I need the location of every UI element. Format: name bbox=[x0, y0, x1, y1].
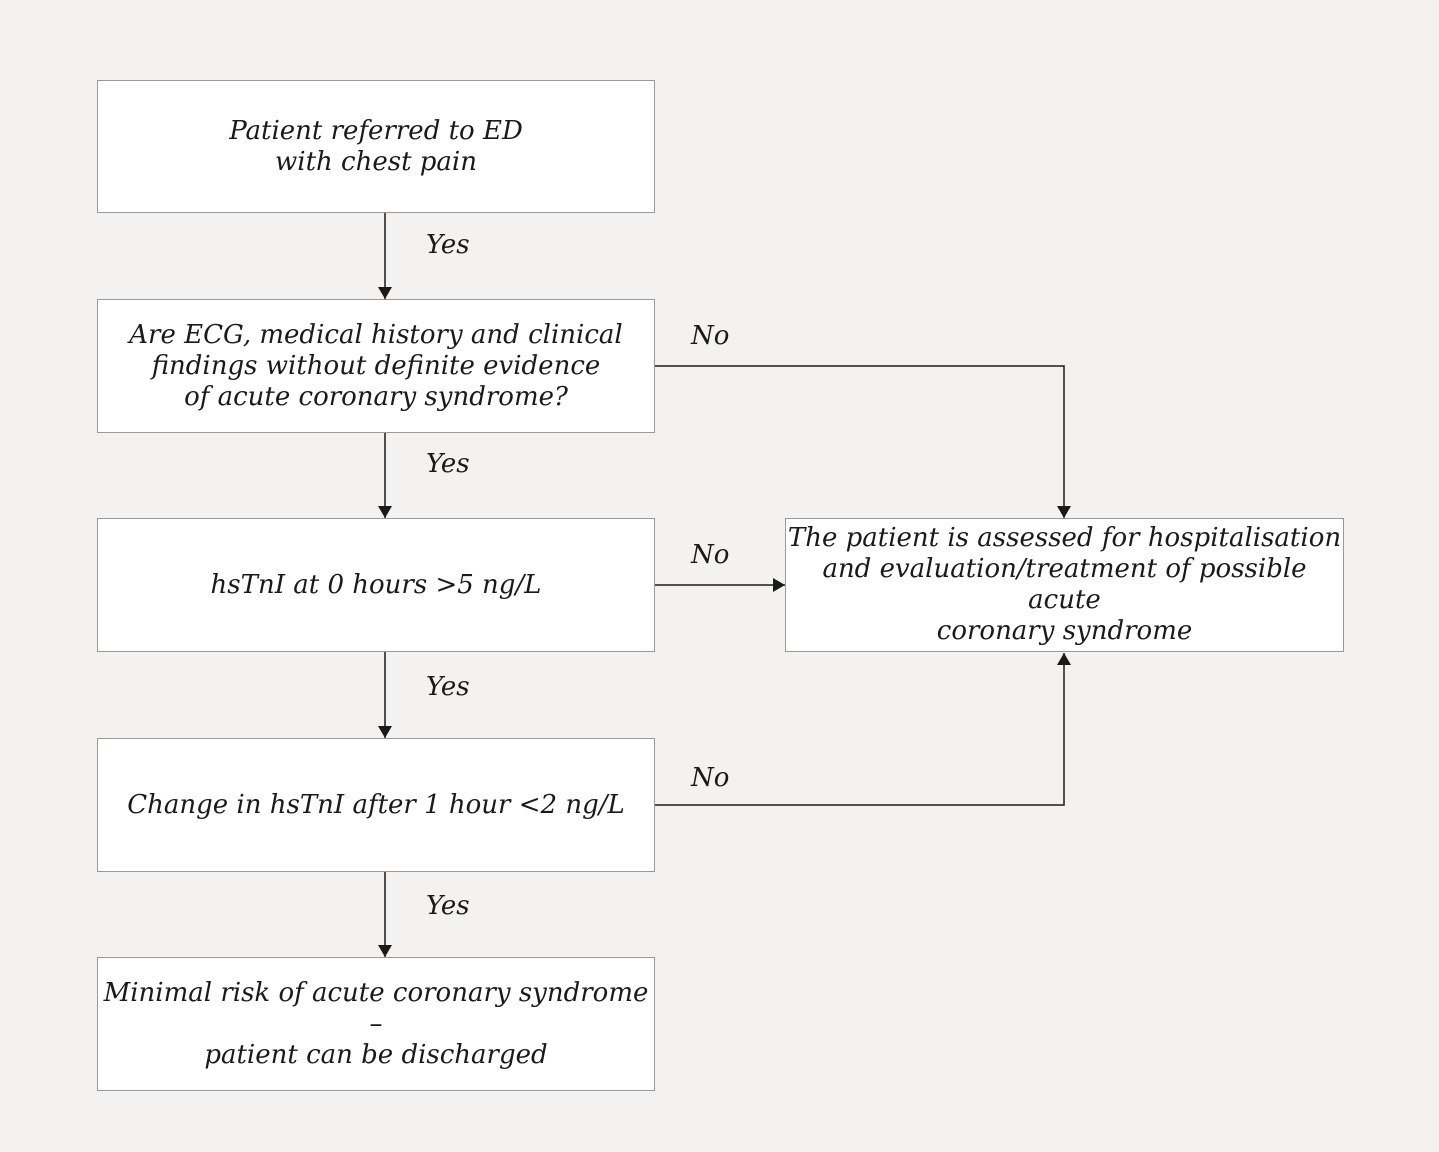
label-no-q1: No bbox=[691, 321, 730, 351]
label-yes-q1: Yes bbox=[426, 449, 470, 479]
question-hstni-0h-text: hsTnI at 0 hours >5 ng/L bbox=[210, 569, 542, 600]
label-no-q3: No bbox=[691, 763, 730, 793]
label-no-q2: No bbox=[691, 540, 730, 570]
label-yes-start: Yes bbox=[426, 230, 470, 260]
question-hstni-0h-box: hsTnI at 0 hours >5 ng/L bbox=[97, 518, 655, 652]
question-ecg-box: Are ECG, medical history and clinical fi… bbox=[97, 299, 655, 433]
label-yes-q3: Yes bbox=[426, 891, 470, 921]
start-box-text: Patient referred to ED with chest pain bbox=[229, 115, 523, 177]
question-ecg-text: Are ECG, medical history and clinical fi… bbox=[129, 319, 623, 412]
hospitalisation-text: The patient is assessed for hospitalisat… bbox=[787, 523, 1342, 646]
start-box: Patient referred to ED with chest pain bbox=[97, 80, 655, 213]
hospitalisation-box: The patient is assessed for hospitalisat… bbox=[785, 518, 1344, 652]
discharge-text: Minimal risk of acute coronary syndrome … bbox=[103, 977, 649, 1070]
arrow-q1-no bbox=[655, 365, 1071, 518]
question-hstni-change-box: Change in hsTnI after 1 hour <2 ng/L bbox=[97, 738, 655, 872]
question-hstni-change-text: Change in hsTnI after 1 hour <2 ng/L bbox=[127, 789, 625, 820]
discharge-box: Minimal risk of acute coronary syndrome … bbox=[97, 957, 655, 1091]
label-yes-q2: Yes bbox=[426, 672, 470, 702]
arrow-q3-no bbox=[655, 653, 1071, 806]
